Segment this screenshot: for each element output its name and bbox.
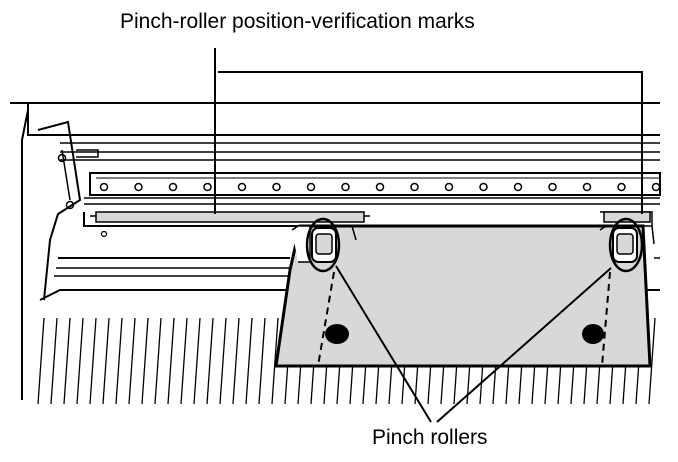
cover-rib	[206, 317, 214, 405]
cover-rib	[193, 317, 201, 405]
cover-rib	[102, 317, 110, 405]
pinch-roller-left	[291, 217, 357, 273]
strip-hole	[203, 182, 212, 192]
cover-rib	[76, 317, 84, 405]
label-verification-marks: Pinch-roller position-verification marks	[120, 10, 475, 33]
strip-hole	[168, 182, 178, 192]
leader-lines-marks	[214, 48, 643, 214]
leader-lines-rollers	[335, 265, 612, 423]
cover-rib	[115, 317, 123, 405]
cover-rib	[50, 317, 58, 405]
strip-hole	[134, 182, 143, 192]
platen-housing	[10, 102, 661, 400]
cover-rib	[180, 317, 188, 405]
cover-rib	[141, 317, 149, 405]
cover-rib	[63, 317, 71, 405]
strip-hole	[513, 182, 523, 192]
cover-rib	[648, 317, 656, 405]
strip-hole	[444, 182, 454, 192]
strip-hole	[479, 182, 488, 192]
cover-rib	[271, 317, 279, 405]
cover-rib	[128, 317, 136, 405]
cover-rib	[258, 317, 266, 405]
strip-hole	[99, 182, 109, 192]
strip-hole	[410, 182, 419, 192]
hole-right	[582, 324, 604, 344]
cover-rib	[167, 317, 175, 405]
strip-hole	[548, 182, 557, 192]
cover-rib	[232, 317, 240, 405]
strip-hole	[272, 182, 281, 192]
strip-hole	[651, 182, 661, 192]
cover-rib	[37, 317, 45, 405]
label-pinch-rollers: Pinch rollers	[372, 426, 488, 449]
pinch-roller-right	[599, 217, 655, 273]
strip-hole	[237, 182, 247, 192]
strip-hole	[582, 182, 592, 192]
strip-hole	[375, 182, 385, 192]
strip-hole	[341, 182, 350, 192]
strip-hole	[306, 182, 316, 192]
cover-rib	[245, 317, 253, 405]
cover-rib	[219, 317, 227, 405]
media-sheet	[274, 224, 652, 368]
strip-hole	[617, 182, 626, 192]
cover-rib	[89, 317, 97, 405]
hole-left	[325, 324, 349, 344]
cover-rib	[154, 317, 162, 405]
